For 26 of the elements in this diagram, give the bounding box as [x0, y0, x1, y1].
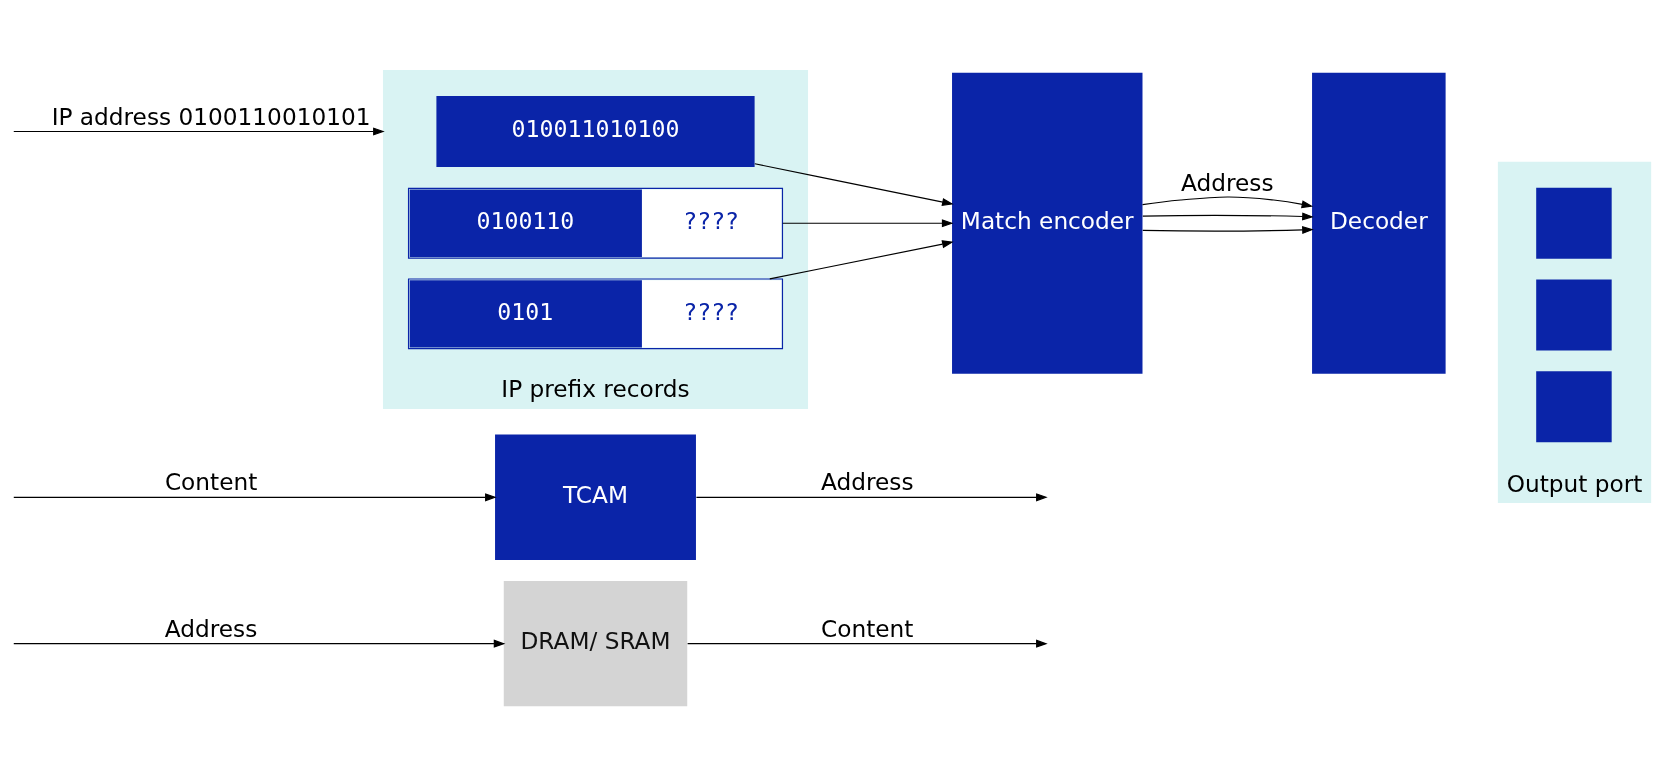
- node-box: Decoder: [1312, 72, 1446, 374]
- arrow: [1141, 195, 1314, 208]
- arrow: [769, 239, 954, 279]
- edge-label: Address: [1181, 168, 1274, 196]
- arrow: [13, 126, 385, 136]
- arrow: [13, 492, 497, 501]
- cluster: Output port: [1497, 161, 1652, 503]
- node-box: [1536, 370, 1612, 442]
- node-box: 010011010100: [436, 95, 755, 167]
- edge-label: Address: [821, 467, 914, 495]
- arrow: [13, 639, 506, 648]
- node-box: TCAM: [495, 434, 696, 560]
- node-box: DRAM/ SRAM: [503, 580, 688, 706]
- edge-label: Content: [164, 467, 258, 495]
- edge-label: IP address 0100110010101: [51, 102, 371, 130]
- arrow: [754, 162, 954, 206]
- arrow: [1142, 211, 1314, 221]
- arrow: [782, 218, 954, 227]
- edge-label: Content: [821, 614, 914, 642]
- edge-label: Address: [164, 614, 258, 642]
- arrow: [1142, 225, 1314, 234]
- node-box: [1536, 279, 1612, 350]
- arrow: [687, 639, 1048, 648]
- node-box: [1536, 187, 1612, 259]
- arrow: [695, 492, 1048, 501]
- node-box: Match encoder: [952, 72, 1143, 374]
